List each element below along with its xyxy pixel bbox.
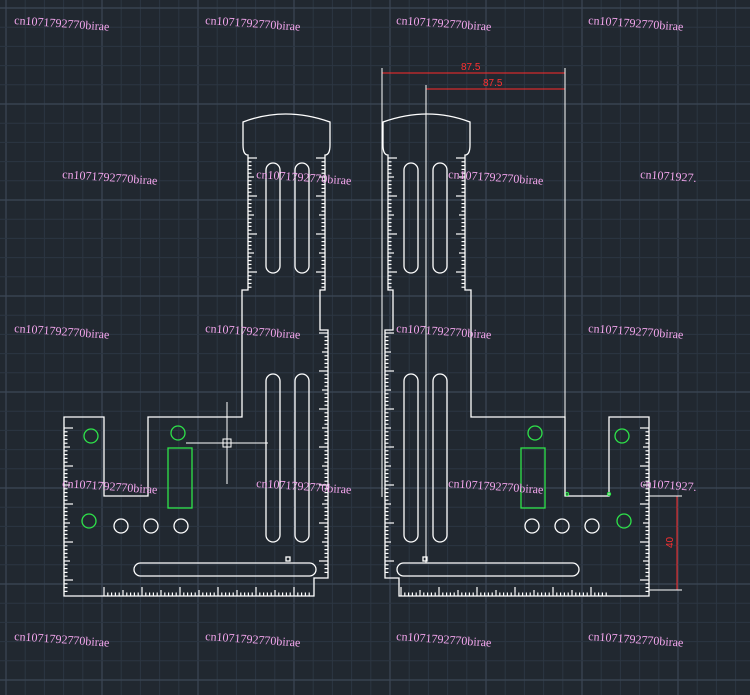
watermark: cn1071792770birae [396,629,492,650]
left-small-square [285,556,291,562]
dimension-lines [382,72,678,590]
dimension-top-inner: 87.5 [483,78,503,89]
left-slot-horizontal [133,562,317,577]
dimension-side: 40 [665,536,676,548]
watermark: cn1071792770birae [396,13,492,34]
watermark: cn1071792770birae [256,476,352,497]
watermark: cn1071792770birae [396,321,492,342]
right-slot-horizontal [396,562,580,577]
watermark: cn1071792770birae [588,321,684,342]
watermark: cn1071792770birae [14,13,110,34]
watermark: cn1071792770birae [205,321,301,342]
watermark: cn1071792770birae [14,321,110,342]
ruler-tick-marks [64,157,649,596]
left-slot-top-1 [265,162,281,274]
watermark: cn1071792770birae [588,13,684,34]
watermark: cn1071792770birae [588,629,684,650]
right-hole-white-1 [584,518,600,534]
watermarks: cn1071792770birae cn1071792770birae cn10… [14,13,697,650]
watermark: cn1071927. [640,167,697,185]
left-slot-bottom-2 [294,373,310,543]
watermark: cn1071792770birae [205,629,301,650]
right-hole-white-3 [524,518,540,534]
watermark: cn1071792770birae [448,167,544,188]
watermark: cn1071792770birae [62,476,158,497]
left-slot-top-2 [294,162,310,274]
watermark: cn1071792770birae [205,13,301,34]
right-slot-bottom-2 [403,373,419,543]
right-slot-top-1 [432,162,448,274]
left-slot-bottom-1 [265,373,281,543]
crosshair-icon [186,402,268,484]
left-hole-white-2 [143,518,159,534]
right-slot-top-2 [403,162,419,274]
watermark: cn1071927. [640,476,697,494]
right-slot-bottom-1 [432,373,448,543]
right-small-square [422,556,428,562]
left-hole-white-1 [113,518,129,534]
watermark: cn1071792770birae [62,167,158,188]
watermark: cn1071792770birae [14,629,110,650]
watermark: cn1071792770birae [256,167,352,188]
dimension-top-outer: 87.5 [461,62,481,73]
left-green-holes [81,425,193,529]
left-hole-white-3 [173,518,189,534]
watermark: cn1071792770birae [448,476,544,497]
extension-lines [381,68,682,591]
right-hole-white-2 [554,518,570,534]
right-green-holes [520,425,632,529]
